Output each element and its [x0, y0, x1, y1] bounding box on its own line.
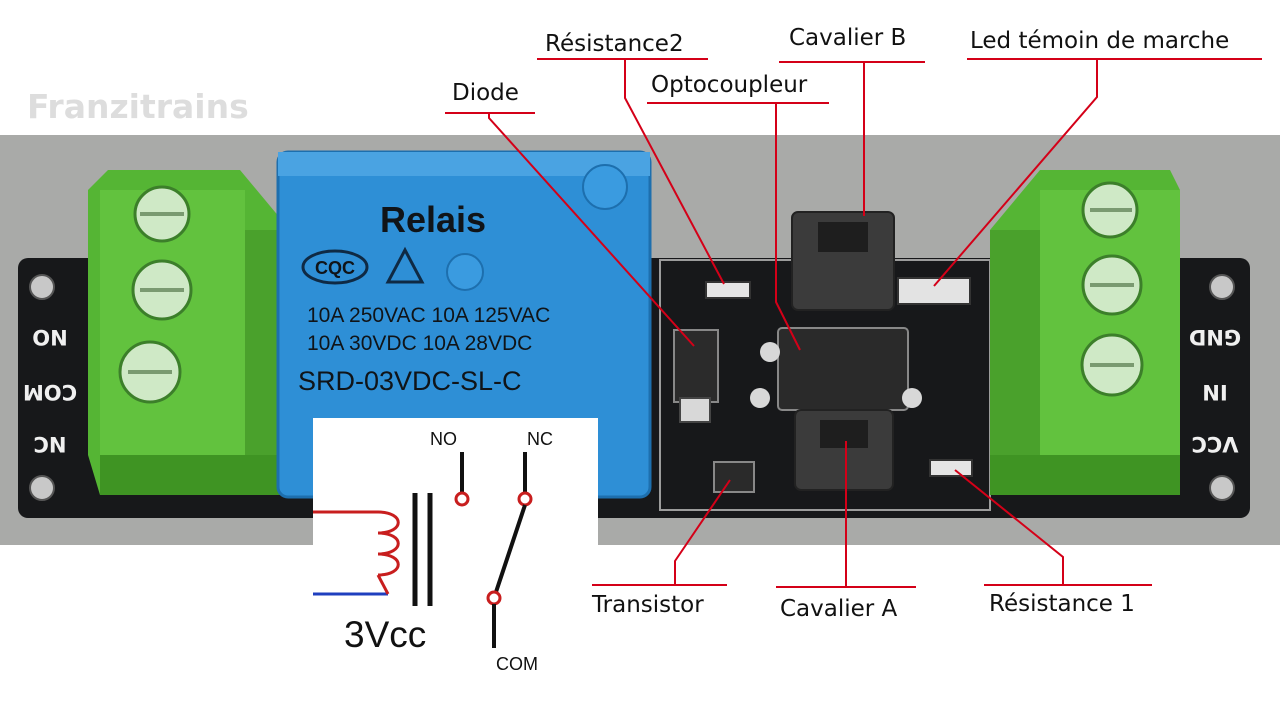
label-led: Led témoin de marche	[970, 28, 1229, 54]
pcb-label-in: IN	[1202, 380, 1227, 404]
schematic-background	[313, 418, 598, 708]
relay-model: SRD-03VDC-SL-C	[298, 366, 522, 396]
warning-triangle-icon	[385, 246, 425, 284]
relay-logo-text: CQC	[315, 258, 355, 278]
pcb-label-nc: NC	[34, 432, 67, 456]
label-cavalier-b: Cavalier B	[789, 25, 906, 51]
leader-resistance2	[624, 59, 725, 285]
com-contact-icon	[486, 590, 502, 606]
pcb-label-no: NO	[32, 325, 67, 349]
label-diode: Diode	[452, 80, 519, 106]
leader-resistance1	[954, 469, 1064, 585]
cqc-logo-icon	[301, 249, 369, 285]
label-resistance2: Résistance2	[545, 31, 684, 57]
leader-led	[933, 59, 1098, 287]
relay-schematic: NO NC COM 3Vcc	[313, 418, 598, 708]
leader-transistor	[674, 479, 731, 585]
schematic-label-nc: NC	[527, 429, 553, 449]
label-transistor: Transistor	[591, 592, 704, 618]
no-contact-icon	[454, 491, 470, 507]
pcb-label-vcc: VCC	[1191, 432, 1238, 456]
transistor-component	[713, 461, 755, 493]
resistance2-component	[705, 281, 751, 299]
relay-title: Relais	[380, 199, 486, 240]
coil-icon	[377, 510, 400, 577]
relay-rating-line1: 10A 250VAC 10A 125VAC	[307, 304, 550, 327]
leader-diode	[488, 113, 695, 347]
nc-contact-icon	[517, 491, 533, 507]
cavalier-a-component	[794, 409, 894, 491]
pcb-label-com: COM	[23, 380, 77, 404]
optocoupleur-component	[777, 327, 909, 411]
relay-component: Relais CQC 10A 250VAC 10A 125VAC 10A 30V…	[276, 150, 652, 499]
schematic-label-no: NO	[430, 429, 457, 449]
leader-optocoupleur	[775, 103, 801, 351]
terminal-block-left	[88, 170, 290, 495]
relay-rating-line2: 10A 30VDC 10A 28VDC	[307, 332, 532, 355]
terminal-block-right	[990, 170, 1180, 495]
schematic-voltage: 3Vcc	[344, 614, 426, 655]
pcb-label-gnd: GND	[1189, 325, 1241, 349]
label-resistance1: Résistance 1	[989, 591, 1135, 617]
leader-lines	[445, 58, 1262, 588]
label-cavalier-a: Cavalier A	[780, 596, 898, 622]
switch-arm-icon	[494, 504, 527, 593]
label-optocoupleur: Optocoupleur	[651, 72, 808, 98]
diode-component	[673, 329, 719, 403]
led-component	[897, 277, 971, 305]
resistance1-component	[929, 459, 973, 477]
watermark-text: Franzitrains	[27, 87, 249, 126]
schematic-label-com: COM	[496, 654, 538, 674]
cavalier-b-component	[791, 211, 895, 311]
